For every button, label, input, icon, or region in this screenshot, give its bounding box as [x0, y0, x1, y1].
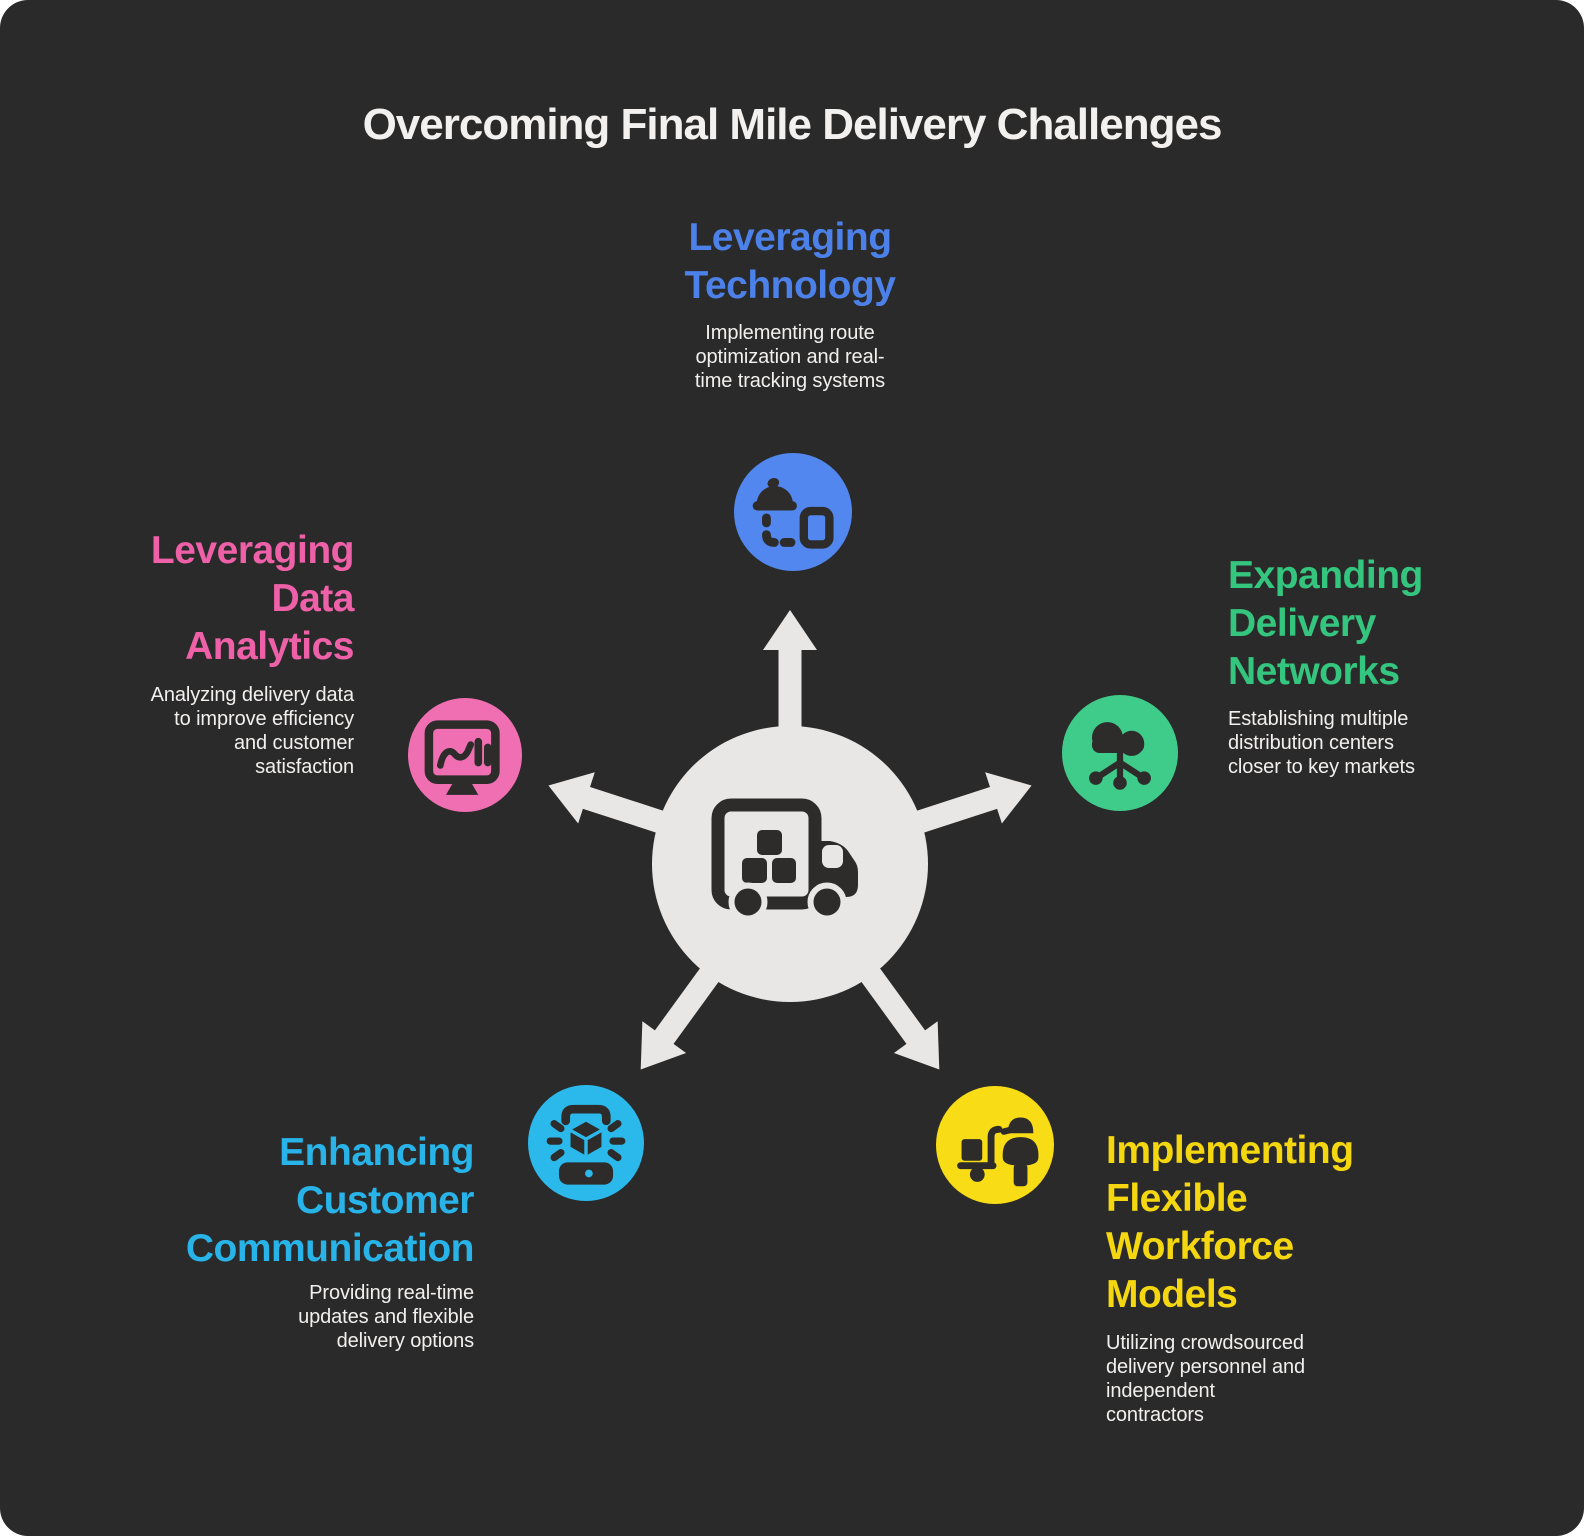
- food-delivery-tracking-icon: [734, 453, 852, 571]
- node-title-analytics: Leveraging Data Analytics: [150, 529, 355, 668]
- analytics-monitor-icon: [408, 698, 522, 812]
- central-hub: [530, 604, 1050, 1124]
- cloud-network-icon: [1062, 695, 1178, 811]
- node-description-workforce: Utilizing crowdsourced delivery personne…: [1106, 1332, 1306, 1426]
- phone-package-alert-icon: [528, 1085, 644, 1201]
- node-title-technology: Leveraging Technology: [684, 216, 896, 307]
- delivery-worker-cart-icon: [936, 1086, 1054, 1204]
- node-description-analytics: Analyzing delivery data to improve effic…: [150, 684, 354, 778]
- node-description-networks: Establishing multiple distribution cente…: [1228, 708, 1415, 778]
- node-title-workforce: Implementing Flexible Workforce Models: [1106, 1129, 1354, 1316]
- delivery-truck-icon: [711, 798, 858, 922]
- node-description-communication: Providing real-time updates and flexible…: [298, 1282, 474, 1352]
- node-description-technology: Implementing route optimization and real…: [694, 322, 886, 392]
- page-title: Overcoming Final Mile Delivery Challenge…: [362, 100, 1223, 149]
- node-title-networks: Expanding Delivery Networks: [1228, 554, 1423, 693]
- node-title-communication: Enhancing Customer Communication: [185, 1131, 475, 1270]
